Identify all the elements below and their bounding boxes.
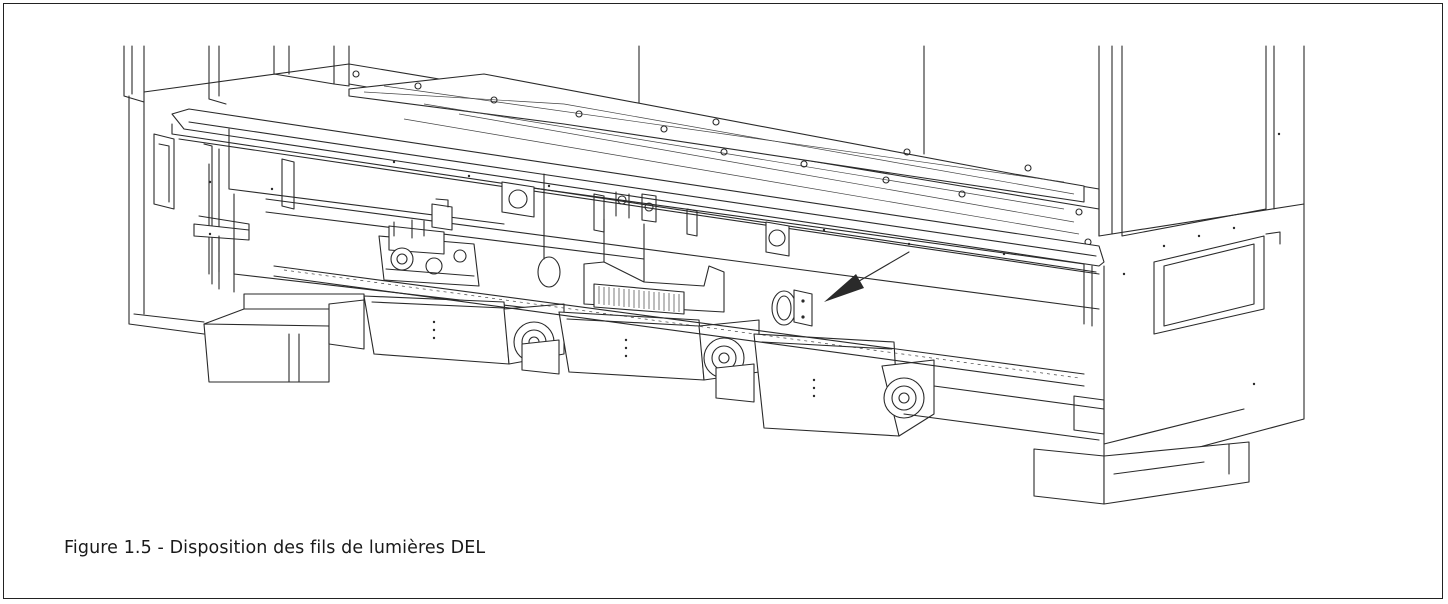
figure-frame: Figure 1.5 - Disposition des fils de lum… (3, 3, 1443, 599)
figure-caption: Figure 1.5 - Disposition des fils de lum… (64, 538, 486, 558)
knockouts (501, 181, 790, 288)
burner-tray (273, 265, 1105, 441)
right-base-box (1033, 441, 1250, 505)
front-rail (143, 101, 1105, 275)
gas-valve (378, 198, 480, 287)
top-deck (143, 63, 1100, 246)
led-wire-clip-icon (771, 289, 813, 327)
igniter-bracket (615, 191, 657, 223)
led-heat-sink (583, 261, 725, 315)
callout-arrow-icon (824, 251, 910, 302)
blower-2 (521, 311, 760, 381)
blower-3 (715, 333, 935, 437)
fireplace-technical-drawing (123, 45, 1305, 505)
left-side-panel (128, 95, 250, 335)
right-side-panel (1098, 132, 1305, 477)
